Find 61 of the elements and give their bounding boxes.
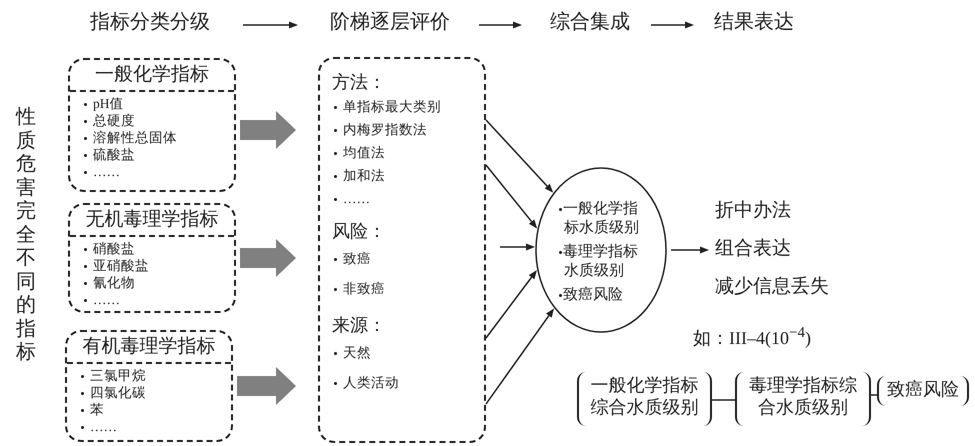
- dashed-box: [68, 203, 236, 313]
- list-item: pH值: [84, 95, 234, 112]
- box-heading: 无机毒理学指标: [70, 205, 234, 237]
- arrow: [485, 308, 554, 404]
- bracketed-text: 致癌风险: [877, 376, 969, 406]
- dashed-box: [318, 57, 486, 443]
- side-label: 性质危害完全不同的指标: [16, 106, 37, 364]
- connector-line: [712, 399, 735, 401]
- block-arrow: [240, 239, 296, 277]
- list-item: 致癌风险: [559, 286, 647, 305]
- list-item: 硫酸盐: [84, 146, 234, 163]
- arrow: [485, 270, 537, 338]
- list-item: 均值法: [334, 141, 480, 164]
- dashed-box: [65, 330, 233, 442]
- arrow: [243, 22, 298, 28]
- list-item: 加和法: [334, 164, 480, 187]
- list-item: 人类活动: [334, 368, 480, 398]
- arrow: [651, 22, 694, 28]
- list-item: 三氯甲烷: [81, 367, 231, 384]
- section-heading: 风险：: [332, 220, 387, 243]
- list-item: 硝酸盐: [84, 240, 234, 257]
- result-text: 组合表达: [715, 237, 792, 261]
- bracketed-text: 一般化学指标综合水质级别: [577, 372, 712, 426]
- arrow: [485, 120, 554, 193]
- box-heading: 一般化学指标: [70, 60, 234, 92]
- section-heading: 来源：: [332, 314, 387, 337]
- bracketed-text: 毒理学指标综合水质级别: [735, 372, 871, 426]
- example-note: 如：III–4(10$^{−4}$): [693, 324, 811, 349]
- list-item: ……: [84, 291, 234, 308]
- list-item: 单指标最大类别: [334, 95, 480, 118]
- list-item: 毒理学指标水质级别: [559, 243, 647, 281]
- step-label: 指标分类分级: [90, 12, 211, 38]
- step-label: 结果表达: [714, 12, 795, 38]
- step-label: 综合集成: [550, 12, 631, 38]
- block-arrow: [240, 111, 296, 149]
- list-item: ……: [334, 187, 480, 210]
- list-item: ……: [84, 163, 234, 180]
- list-item: 总硬度: [84, 112, 234, 129]
- list-item: 氰化物: [84, 274, 234, 291]
- list-item: ……: [81, 418, 231, 435]
- dashed-box: [68, 58, 236, 192]
- result-text: 折中办法: [715, 199, 792, 223]
- list-item: 天然: [334, 338, 480, 368]
- connector-line: [871, 394, 877, 396]
- list-item: 四氯化碳: [81, 384, 231, 401]
- arrow: [485, 164, 538, 229]
- list-item: 一般化学指标水质级别: [559, 200, 647, 238]
- list-item: 苯: [81, 401, 231, 418]
- list-item: 内梅罗指数法: [334, 118, 480, 141]
- list-item: 致癌: [334, 244, 480, 274]
- step-label: 阶梯逐层评价: [330, 12, 451, 38]
- list-item: 亚硝酸盐: [84, 257, 234, 274]
- arrow: [479, 22, 522, 28]
- arrow: [671, 246, 709, 254]
- result-text: 减少信息丢失: [715, 275, 830, 299]
- list-item: 溶解性总固体: [84, 129, 234, 146]
- list-item: 非致癌: [334, 274, 480, 304]
- box-heading: 有机毒理学指标: [67, 332, 231, 364]
- section-heading: 方法：: [332, 71, 387, 94]
- arrow: [500, 244, 536, 250]
- block-arrow: [237, 367, 296, 405]
